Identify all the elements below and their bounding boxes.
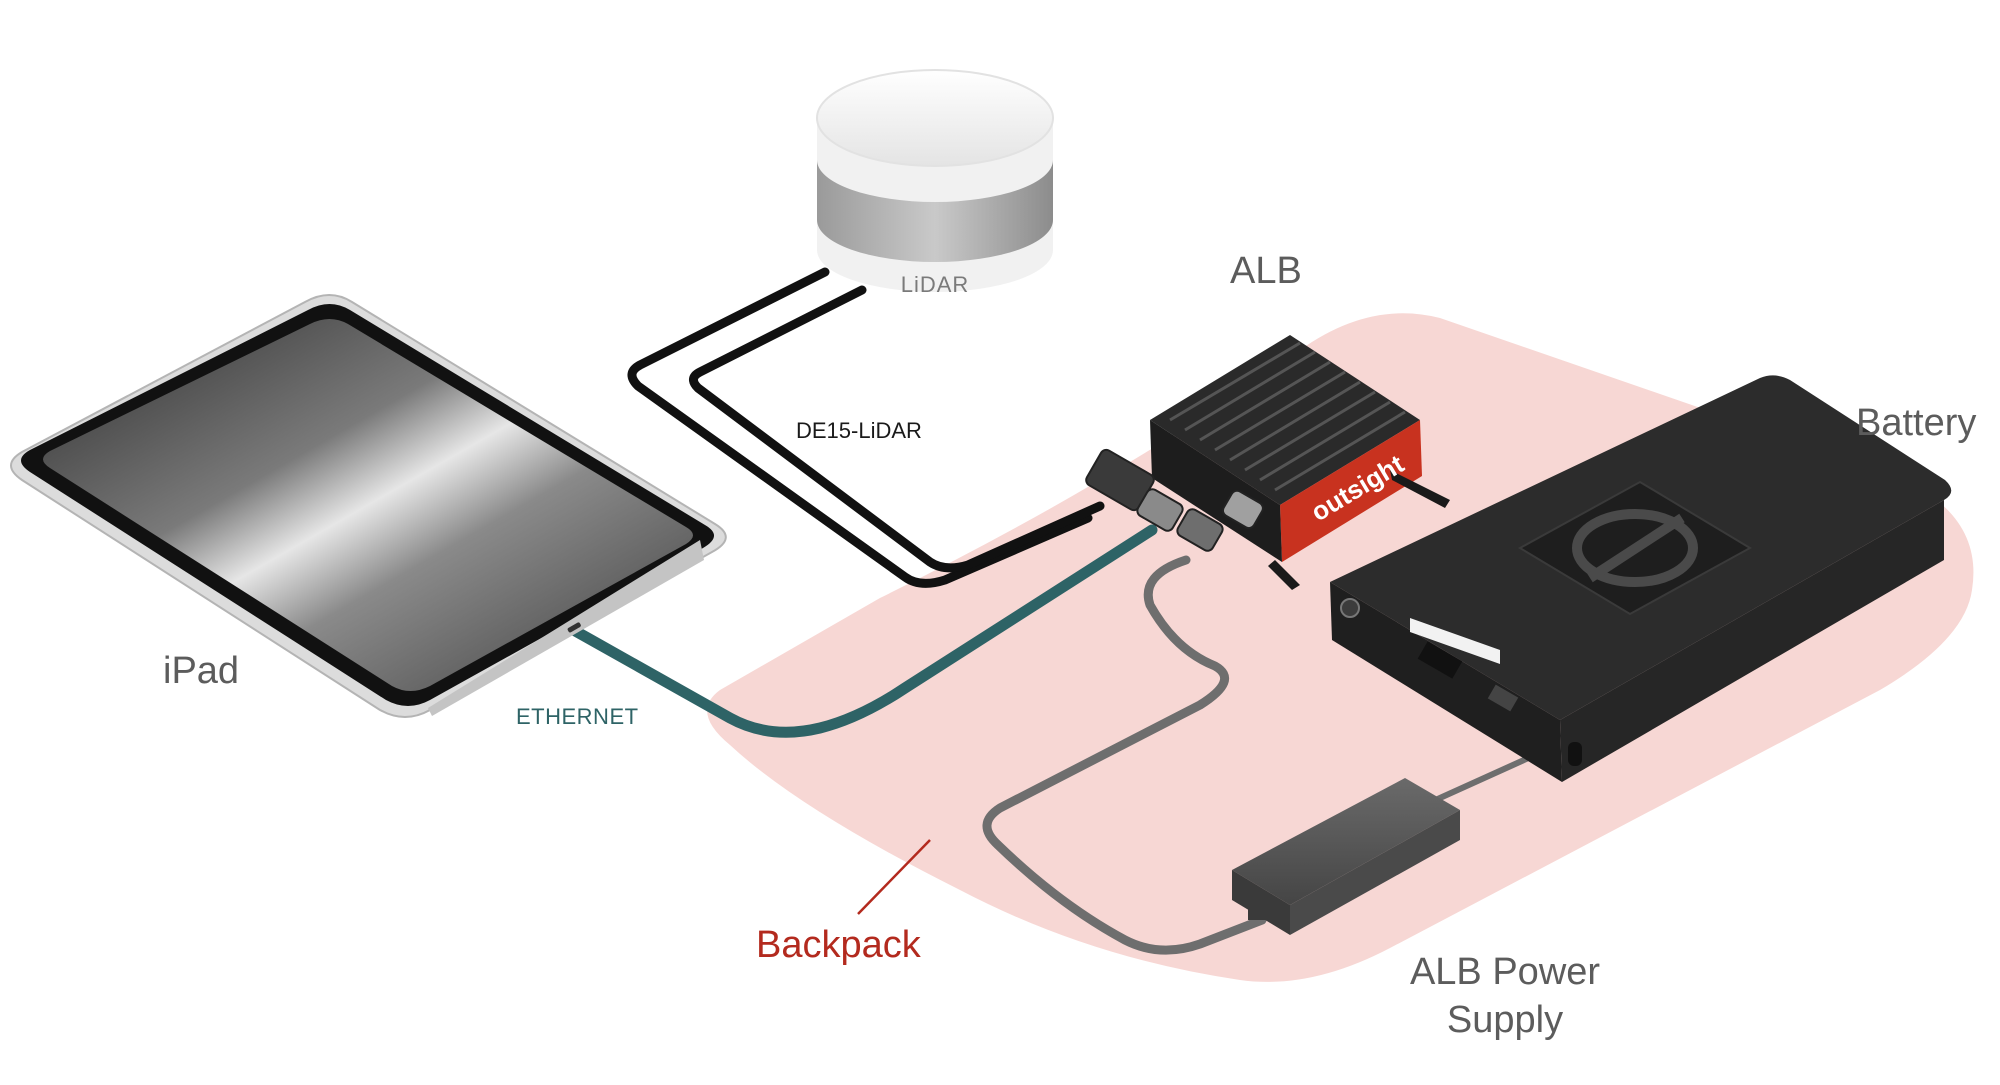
lidar-device-text: LiDAR <box>901 272 970 297</box>
battery-icon <box>1330 375 1952 782</box>
lidar-sensor-icon: LiDAR <box>816 69 1054 297</box>
power-cable <box>982 555 1267 955</box>
lidar-cable-label: DE15-LiDAR <box>796 418 922 443</box>
alb-box-icon: outsight <box>1085 335 1450 590</box>
backpack-leader-line <box>857 839 931 915</box>
battery-label: Battery <box>1856 402 1977 444</box>
power-supply-icon <box>1232 778 1460 935</box>
backpack-label: Backpack <box>756 924 921 966</box>
ethernet-label: ETHERNET <box>516 704 639 729</box>
lidar-cable <box>627 267 1105 588</box>
ethernet-cable <box>564 524 1158 738</box>
alb-power-supply-label: ALB Power Supply <box>1409 951 1601 1041</box>
alb-label: ALB <box>1230 250 1302 292</box>
ipad-label: iPad <box>163 650 240 692</box>
ipad-icon <box>10 294 727 718</box>
